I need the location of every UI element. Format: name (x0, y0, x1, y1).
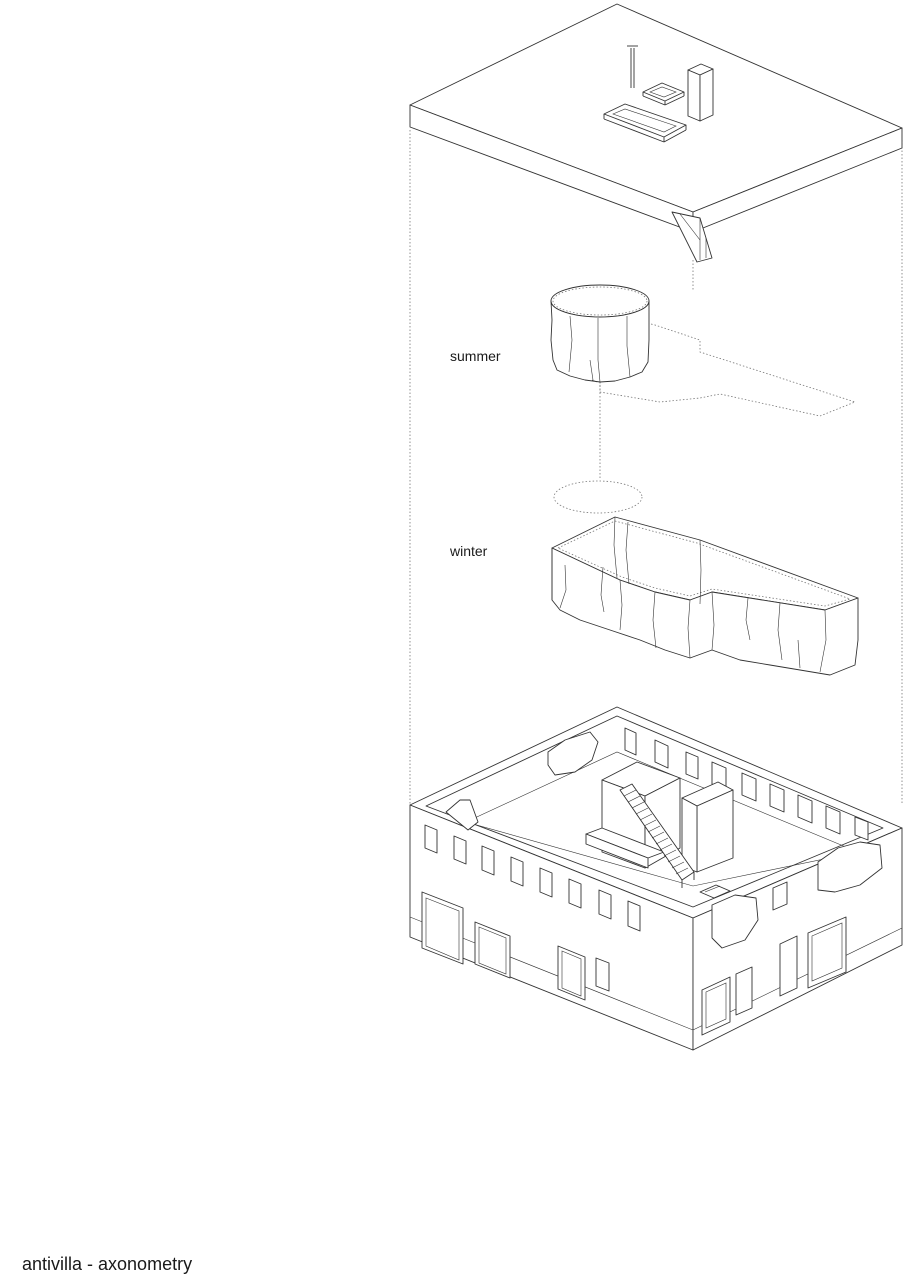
building-block (409, 706, 903, 1051)
winter-curtain (551, 480, 859, 676)
summer-label: summer (450, 348, 501, 364)
alignment-lines (409, 130, 903, 805)
roof-slab (409, 3, 903, 263)
winter-label: winter (450, 543, 488, 559)
summer-curtain (550, 284, 857, 417)
roof-elements (603, 45, 714, 143)
figure-caption: antivilla - axonometry (22, 1254, 193, 1274)
